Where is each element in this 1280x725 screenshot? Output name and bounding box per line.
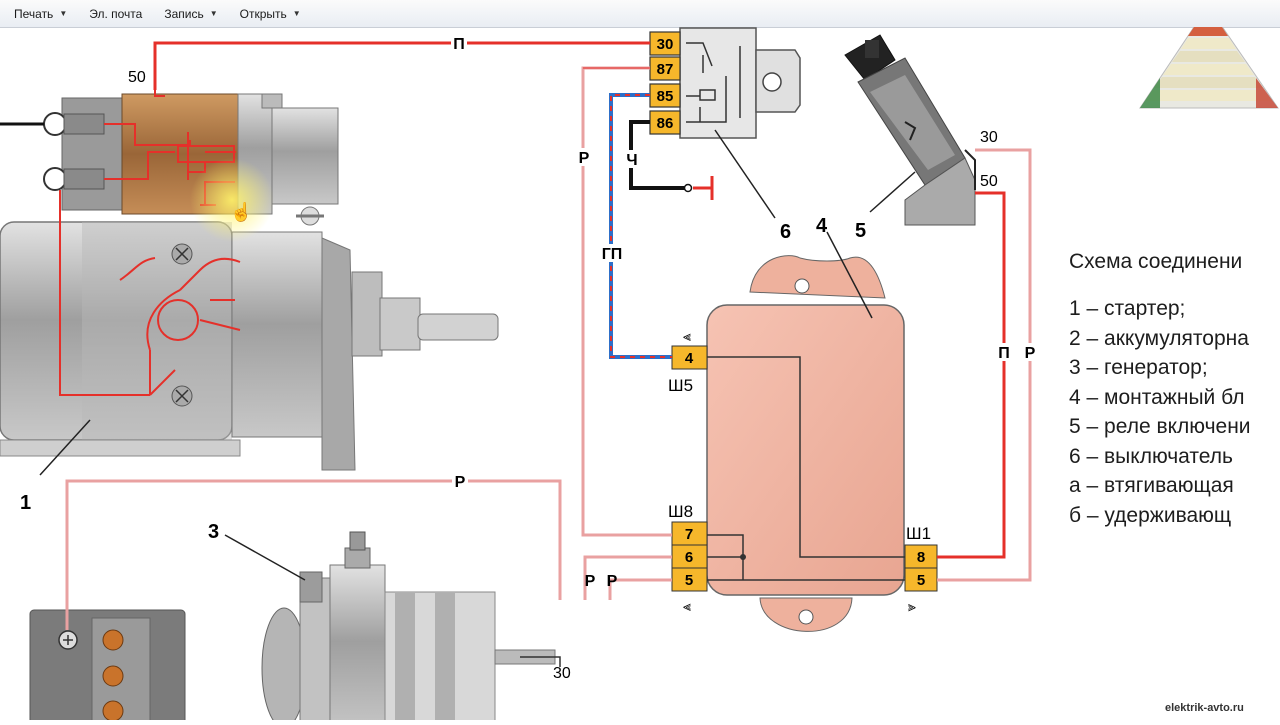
- legend-item: б – удерживающ: [1069, 503, 1232, 527]
- record-button[interactable]: Запись ▼: [156, 3, 225, 24]
- legend-item: 3 – генератор;: [1069, 356, 1208, 379]
- callouts: 1 3 4 5 6: [20, 215, 866, 543]
- open-button-label: Открыть: [239, 6, 287, 21]
- generator: [261, 531, 556, 725]
- wire-label-gp: ГП: [602, 246, 623, 263]
- diagram-stage: ☝: [0, 5, 1280, 725]
- wire-label-p-right: П: [998, 345, 1010, 362]
- wire-labels: П Р Ч ГП П Р Р Р Р: [451, 34, 1038, 590]
- wire-label-r-low-2: Р: [607, 573, 618, 590]
- open-button[interactable]: Открыть ▼: [232, 3, 309, 24]
- legend-item: 1 – стартер;: [1069, 297, 1186, 320]
- relay-pin-30: 30: [657, 36, 674, 53]
- legend-item: а – втягивающая: [1069, 474, 1234, 497]
- sh8-pin-5: 5: [685, 572, 693, 589]
- sh1-pin-5: 5: [917, 572, 925, 589]
- toolbar: Печать ▼ Эл. почта Запись ▼ Открыть ▼: [0, 0, 1280, 28]
- wire-label-r-low-1: Р: [585, 573, 596, 590]
- callout-1: 1: [20, 492, 31, 514]
- relay-pin-87: 87: [657, 61, 674, 78]
- wiring-diagram: ☝: [0, 5, 1279, 725]
- connector-sh8: Ш8: [668, 502, 693, 521]
- sh1-pin-8: 8: [917, 549, 925, 566]
- watermark: elektrik-avto.ru: [1165, 702, 1244, 714]
- sh5-pin-4: 4: [685, 350, 694, 367]
- legend-item: 5 – реле включени: [1069, 415, 1251, 438]
- record-button-label: Запись: [164, 6, 204, 21]
- connector-sh5: Ш5: [668, 376, 693, 395]
- wire-label-r-bottom: Р: [455, 474, 466, 491]
- wires: [39, 41, 1032, 667]
- legend: Схема соединени 1 – стартер; 2 – аккумул…: [1069, 250, 1280, 533]
- legend-item: 2 – аккумуляторна: [1069, 326, 1249, 350]
- relay-pin-85: 85: [657, 88, 674, 105]
- cursor-highlight: [190, 158, 274, 242]
- email-button-label: Эл. почта: [89, 6, 143, 21]
- callout-6: 6: [780, 221, 791, 243]
- terminal-50-switch: 50: [980, 173, 998, 190]
- terminal-labels: 50 30 50 30: [128, 69, 998, 682]
- print-button-label: Печать: [14, 6, 54, 21]
- callout-5: 5: [855, 220, 866, 242]
- email-button[interactable]: Эл. почта: [81, 3, 150, 24]
- starter: ☝: [0, 90, 499, 471]
- terminal-50-starter: 50: [128, 69, 146, 86]
- chevron-down-icon: ▼: [209, 9, 218, 18]
- wire-label-p-top: П: [453, 36, 465, 53]
- ignition-switch: [844, 34, 976, 226]
- chevron-down-icon: ▼: [59, 9, 68, 18]
- relay: 30 87 85 86: [649, 27, 801, 139]
- hand-cursor-icon: ☝: [230, 201, 252, 223]
- sh8-pin-6: 6: [685, 549, 693, 566]
- terminal-30-switch: 30: [980, 129, 998, 146]
- legend-title: Схема соединени: [1069, 250, 1243, 273]
- wire-label-r-left: Р: [579, 150, 590, 167]
- connector-arrow-icon: ⫷: [683, 598, 691, 614]
- pyramid-logo: [1139, 5, 1279, 109]
- legend-item: 4 – монтажный бл: [1069, 385, 1245, 409]
- wire-label-ch: Ч: [626, 152, 637, 169]
- connector-sh1: Ш1: [906, 524, 931, 543]
- callout-3: 3: [208, 521, 219, 543]
- connector-names: Ш5 Ш8 Ш1: [668, 376, 931, 543]
- connector-arrow-icon: ⫷: [683, 328, 691, 344]
- connector-arrow-icon: ⫸: [908, 598, 916, 614]
- mounting-block: [706, 255, 905, 632]
- legend-item: 6 – выключатель: [1069, 444, 1233, 468]
- block-pins: 4 7 6 5 8 5 ⫷ ⫷ ⫸: [671, 328, 938, 614]
- relay-pin-86: 86: [657, 115, 674, 132]
- print-button[interactable]: Печать ▼: [6, 3, 75, 24]
- battery: [29, 609, 186, 725]
- callout-4: 4: [816, 215, 828, 237]
- terminal-30-generator: 30: [553, 665, 571, 682]
- wire-label-r-right: Р: [1025, 345, 1036, 362]
- chevron-down-icon: ▼: [292, 9, 301, 18]
- sh8-pin-7: 7: [685, 526, 693, 543]
